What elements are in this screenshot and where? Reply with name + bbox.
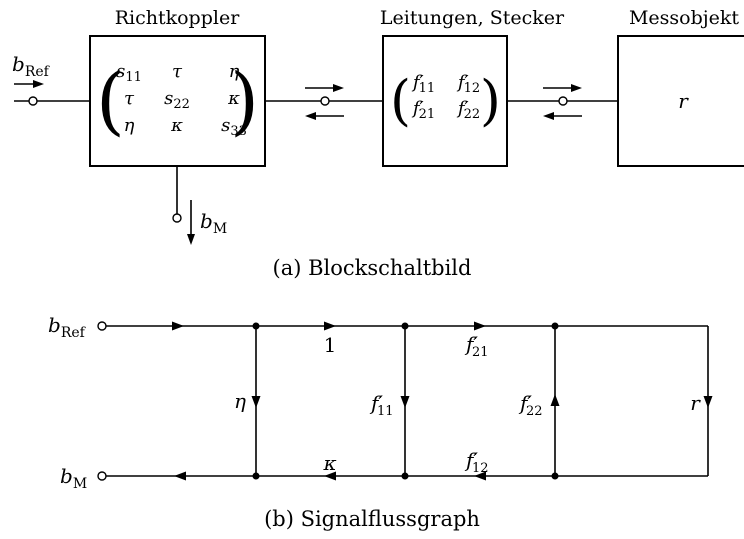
- lines-matrix: ( ) f′11 f′12 f′21 f′22: [390, 69, 501, 132]
- lines-cell-1-2: f′12: [456, 72, 480, 96]
- port-terminal-2: [558, 96, 568, 106]
- input-arrow-head: [33, 80, 44, 88]
- arrow-bottom-3: [474, 471, 486, 481]
- arrow-r: [703, 396, 713, 408]
- arrow-bottom-1: [174, 471, 186, 481]
- sfg-input-label: bRef: [48, 313, 87, 341]
- arrow-top-2: [324, 321, 336, 331]
- wave-back-1-head: [305, 112, 316, 120]
- coupler-paren-right: ): [230, 58, 259, 144]
- object-title: Messobjekt: [629, 7, 739, 29]
- signal-flow-graph: bRef bM 1 η κ r f′21 f′11 f′22 f′12 (b) …: [48, 313, 713, 531]
- block-diagram: Richtkoppler Leitungen, Stecker Messobje…: [12, 7, 744, 280]
- coupler-cell-1-3: η: [229, 61, 240, 82]
- coupler-cell-3-3: s33: [221, 115, 247, 139]
- sfg-output-label: bM: [60, 464, 87, 492]
- wave-forward-2-head: [571, 84, 582, 92]
- branch-label-f12: f′12: [464, 448, 489, 476]
- arrow-bottom-2: [324, 471, 336, 481]
- lines-paren-left: (: [390, 69, 411, 132]
- output-arrow-head: [187, 234, 195, 245]
- coupler-paren-left: (: [96, 58, 125, 144]
- lines-paren-right: ): [480, 69, 501, 132]
- coupler-block: [89, 35, 266, 167]
- arrow-top-1: [172, 321, 184, 331]
- input-terminal: [28, 96, 38, 106]
- arrow-eta: [251, 396, 261, 408]
- coupler-cell-3-1: η: [124, 115, 135, 136]
- coupler-cell-2-2: s22: [164, 88, 190, 112]
- coupler-cell-3-2: κ: [170, 115, 183, 136]
- input-label: bRef: [12, 52, 51, 80]
- coupler-cell-2-3: κ: [227, 88, 240, 109]
- wave-back-2-head: [543, 112, 554, 120]
- branch-label-f21: f′21: [464, 332, 489, 360]
- sfg-input-terminal: [97, 321, 107, 331]
- lines-title: Leitungen, Stecker: [380, 7, 565, 29]
- output-terminal: [172, 213, 182, 223]
- lines-cell-2-2: f′22: [456, 98, 480, 122]
- node-bottom-3: [551, 472, 559, 480]
- node-top-2: [401, 322, 409, 330]
- branch-label-f11: f′11: [369, 391, 394, 419]
- branch-label-eta: η: [234, 389, 246, 413]
- branch-label-r: r: [690, 391, 701, 415]
- caption-block-diagram: (a) Blockschaltbild: [273, 256, 472, 280]
- node-bottom-2: [401, 472, 409, 480]
- arrow-f22: [550, 394, 560, 406]
- branch-label-one: 1: [324, 333, 337, 357]
- lines-cell-1-1: f′11: [411, 72, 435, 96]
- branch-label-f22: f′22: [518, 391, 543, 419]
- arrow-f11: [400, 396, 410, 408]
- object-block: [617, 35, 744, 167]
- output-label: bM: [200, 209, 227, 237]
- coupler-cell-2-1: τ: [124, 88, 135, 109]
- node-top-3: [551, 322, 559, 330]
- branch-label-kappa: κ: [322, 451, 336, 475]
- port-terminal-1: [320, 96, 330, 106]
- coupler-cell-1-2: τ: [172, 61, 183, 82]
- sfg-output-terminal: [97, 471, 107, 481]
- lines-cell-2-1: f′21: [411, 98, 435, 122]
- caption-signal-flow: (b) Signalflussgraph: [264, 507, 480, 531]
- coupler-title: Richtkoppler: [115, 7, 240, 29]
- lines-block: [382, 35, 508, 167]
- wave-forward-1-head: [333, 84, 344, 92]
- node-bottom-1: [252, 472, 260, 480]
- object-reflection-r: r: [678, 89, 689, 113]
- arrow-top-3: [474, 321, 486, 331]
- node-top-1: [252, 322, 260, 330]
- coupler-cell-1-1: s11: [116, 61, 142, 85]
